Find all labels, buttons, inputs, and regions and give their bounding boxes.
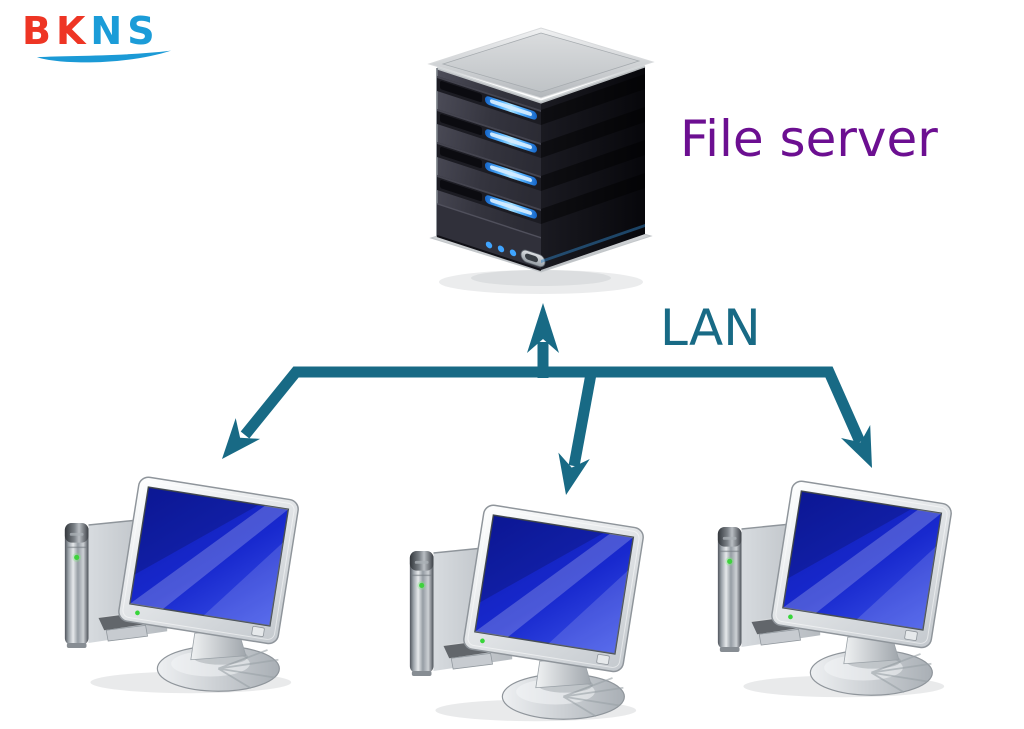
arrow-to-workstation-3-head-icon bbox=[841, 425, 872, 468]
arrow-to-workstation-1-head-icon bbox=[222, 418, 261, 459]
logo-part-ns: NS bbox=[90, 9, 160, 53]
file-server-label: File server bbox=[680, 110, 938, 168]
bkns-logo: BKNS bbox=[22, 12, 185, 67]
workstation-icon bbox=[390, 490, 658, 729]
arrow-up-to-server-head-icon bbox=[527, 303, 559, 353]
arrow-to-workstation-2-head-icon bbox=[558, 452, 590, 495]
logo-part-bk: BK bbox=[22, 9, 91, 53]
logo-text: BKNS bbox=[22, 12, 185, 50]
arrow-down-middle-shaft bbox=[568, 373, 597, 467]
lan-bus-line bbox=[240, 366, 866, 445]
workstation-icon bbox=[45, 462, 313, 706]
workstation-icon bbox=[698, 466, 966, 710]
file-server-icon bbox=[423, 6, 663, 306]
logo-swoosh-icon bbox=[36, 50, 172, 63]
lan-label: LAN bbox=[660, 299, 761, 357]
